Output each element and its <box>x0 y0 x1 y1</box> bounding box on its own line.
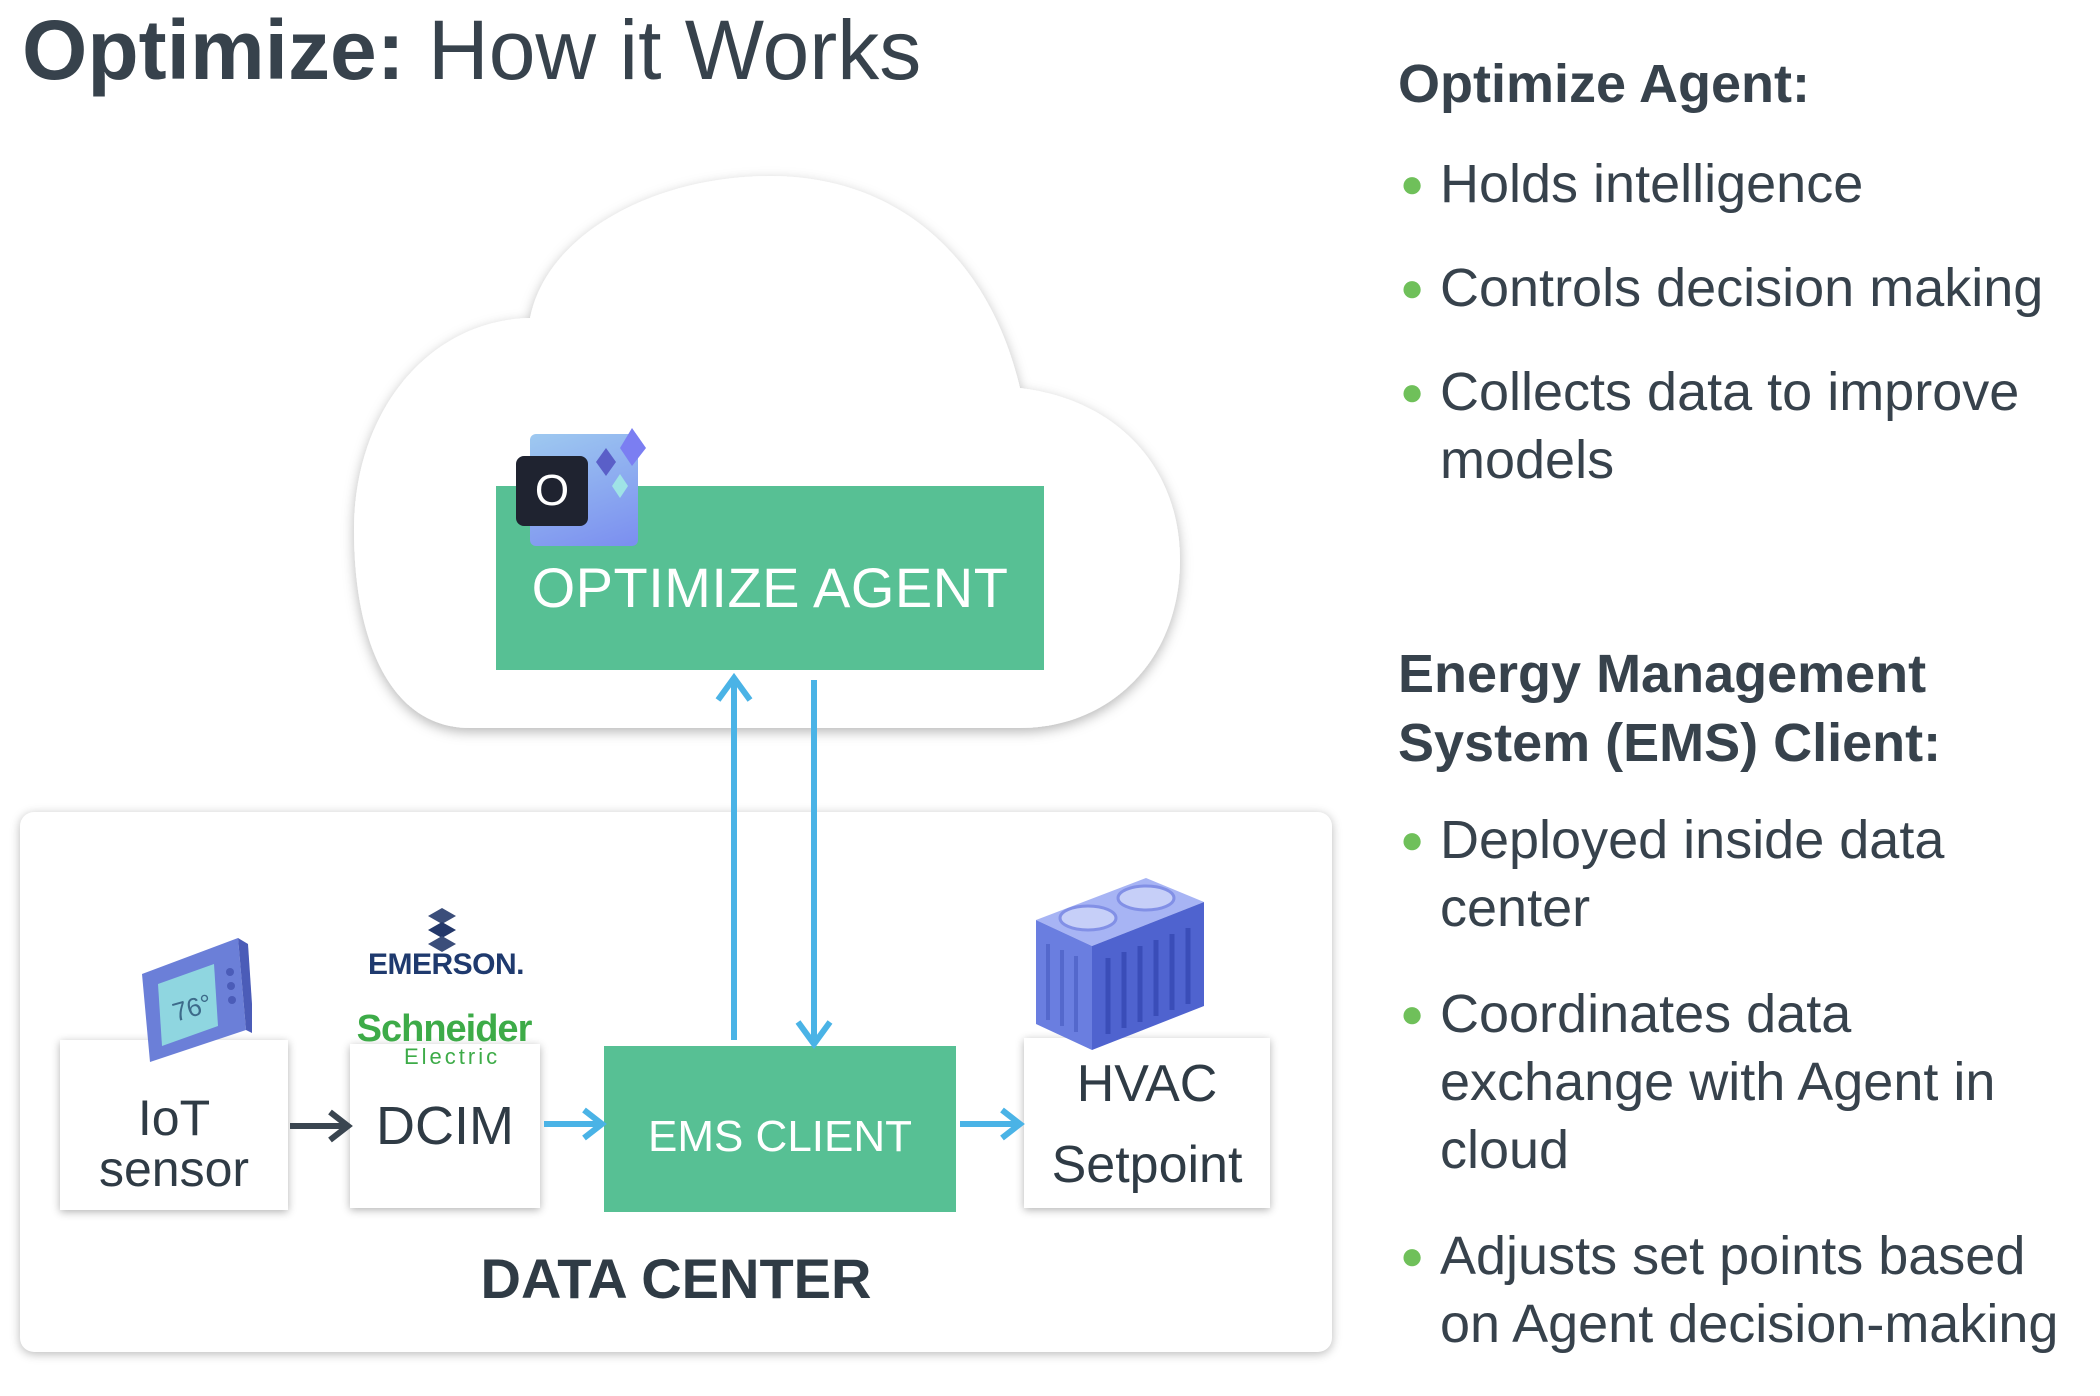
emerson-logo-text: EMERSON. <box>367 948 525 981</box>
list-item: ●Coordinates data exchange with Agent in… <box>1398 980 2088 1184</box>
iot-line2: sensor <box>98 1141 250 1197</box>
right-arrow-icon <box>960 1107 1025 1141</box>
right-arrow-icon <box>544 1107 607 1141</box>
hvac-line1: HVAC <box>1076 1054 1218 1113</box>
optimize-agent-bullets: ●Holds intelligence ●Controls decision m… <box>1398 150 2088 530</box>
hvac-line2: Setpoint <box>1051 1136 1243 1194</box>
bullet-dot-icon: ● <box>1400 162 1425 206</box>
bullet-dot-icon: ● <box>1400 818 1425 862</box>
bullet-dot-icon: ● <box>1400 370 1425 414</box>
ems-heading-line2: System (EMS) Client: <box>1398 713 1942 774</box>
optimize-agent-heading: Optimize Agent: <box>1398 54 1810 114</box>
up-arrow-icon <box>715 672 753 1040</box>
page-title: Optimize: How it Works <box>22 6 921 94</box>
title-bold: Optimize: <box>22 3 405 97</box>
optimize-agent-label: OPTIMIZE AGENT <box>531 555 1009 619</box>
schneider-sub-text: Electric <box>404 1044 501 1069</box>
ems-client-box: EMS CLIENT <box>604 1046 956 1212</box>
right-arrow-icon <box>290 1109 353 1143</box>
hvac-unit-icon <box>1036 878 1204 1050</box>
dcim-card: DCIM <box>350 1044 540 1208</box>
list-item: ●Collects data to improve models <box>1398 358 2088 494</box>
app-tile-letter: O <box>534 466 570 515</box>
bullet-dot-icon: ● <box>1400 266 1425 310</box>
ems-client-label: EMS CLIENT <box>647 1112 913 1161</box>
thermostat-icon: 76° <box>142 938 252 1062</box>
data-center-label: DATA CENTER <box>480 1247 872 1310</box>
ems-heading-line1: Energy Management <box>1398 644 1927 704</box>
dcim-label: DCIM <box>376 1096 514 1156</box>
list-item: ●Controls decision making <box>1398 254 2088 322</box>
list-item: ●Deployed inside data center <box>1398 806 2088 942</box>
app-tile-letter-icon: O <box>516 456 588 526</box>
diamond-sparkle-icon <box>596 428 646 498</box>
ems-client-bullets: ●Deployed inside data center ●Coordinate… <box>1398 806 2088 1396</box>
bullet-dot-icon: ● <box>1400 1234 1425 1278</box>
bullet-dot-icon: ● <box>1400 992 1425 1036</box>
iot-sensor-card: IoT sensor <box>60 1040 288 1210</box>
list-item: ●Holds intelligence <box>1398 150 2088 218</box>
emerson-logo-icon <box>428 908 456 952</box>
iot-line1: IoT <box>137 1090 211 1146</box>
optimize-agent-box: OPTIMIZE AGENT <box>496 486 1044 670</box>
ems-client-heading: Energy Management System (EMS) Client: <box>1398 640 1941 778</box>
down-arrow-icon <box>795 680 833 1050</box>
list-item: ●Adjusts set points based on Agent decis… <box>1398 1222 2088 1358</box>
title-light: How it Works <box>404 3 922 97</box>
schneider-logo-text: Schneider <box>356 1008 533 1050</box>
hvac-setpoint-card: HVAC Setpoint <box>1024 1038 1270 1208</box>
